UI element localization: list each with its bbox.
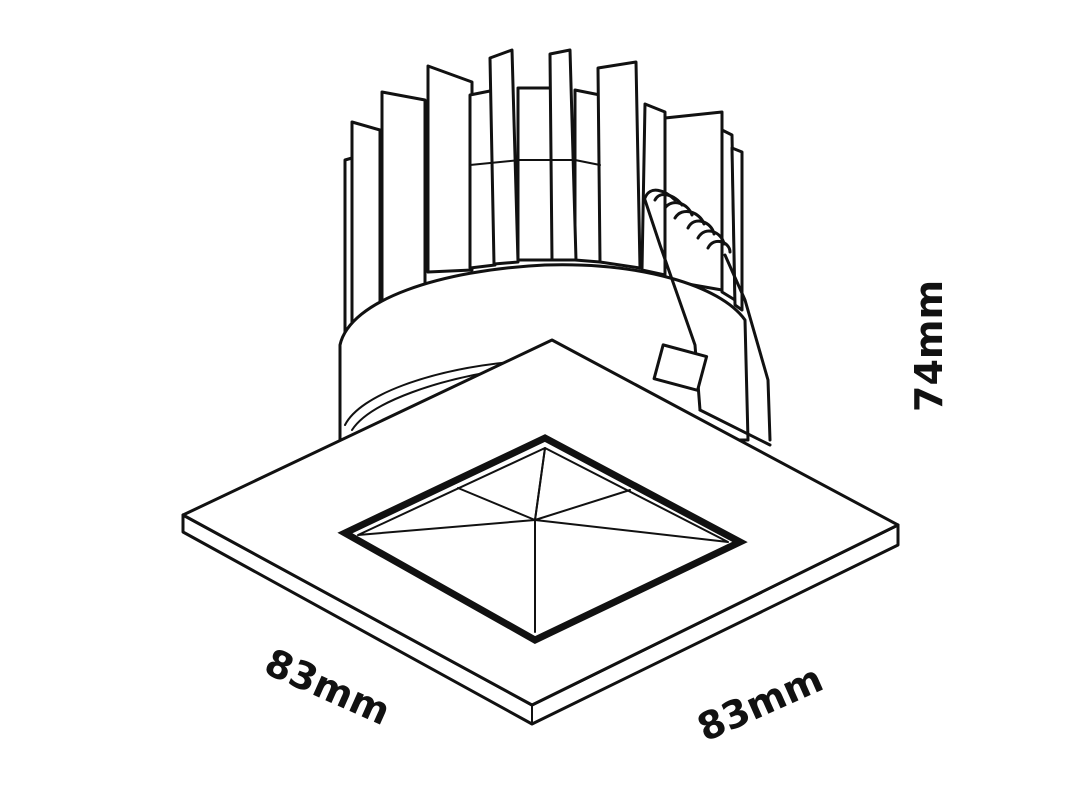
dimension-height: 74mm bbox=[907, 280, 951, 412]
dimension-width-right: 83mm bbox=[691, 656, 830, 750]
dimension-width-left: 83mm bbox=[258, 640, 397, 734]
spring-clip bbox=[643, 188, 772, 447]
square-aperture bbox=[337, 434, 748, 644]
